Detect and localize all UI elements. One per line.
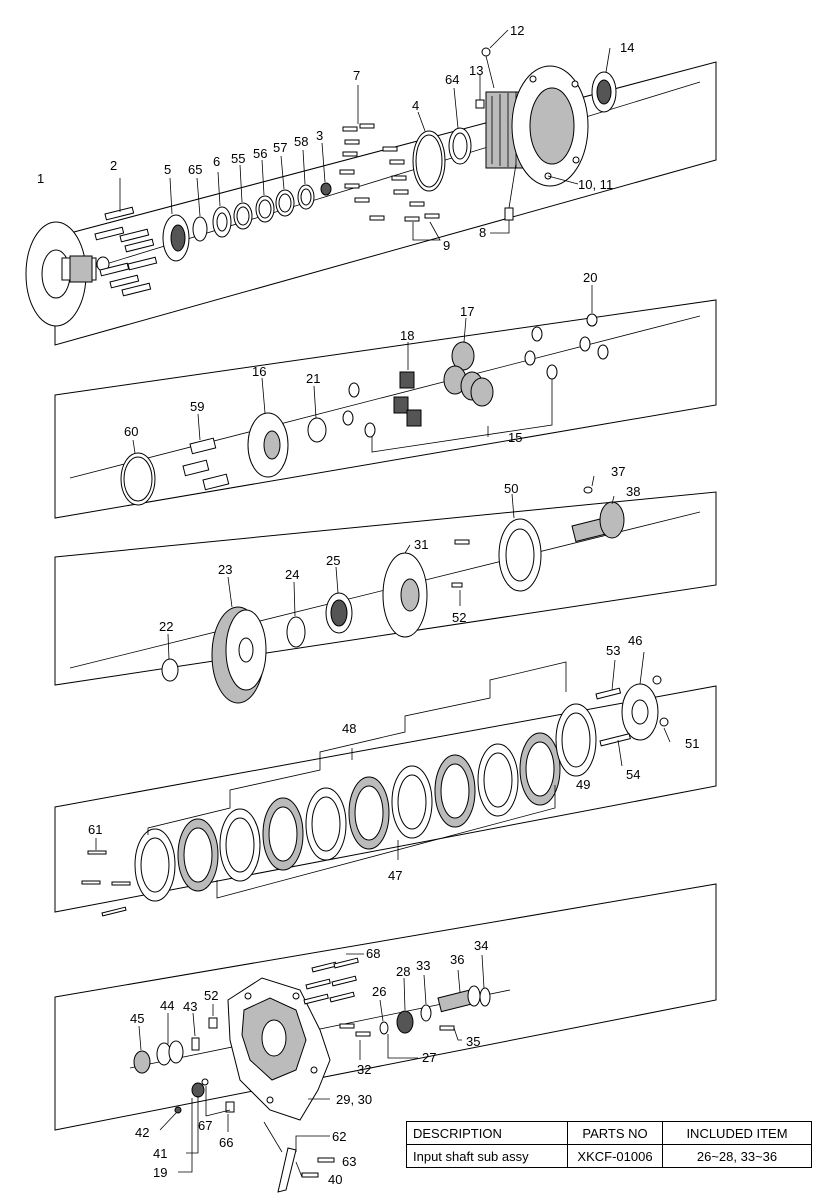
callout-57: 57 — [273, 140, 287, 155]
callout-64: 64 — [445, 72, 459, 87]
callout-22: 22 — [159, 619, 173, 634]
callout-26: 26 — [372, 984, 386, 999]
callout-47: 47 — [388, 868, 402, 883]
callout-32: 32 — [357, 1062, 371, 1077]
callout-51: 51 — [685, 736, 699, 751]
callout-42: 42 — [135, 1125, 149, 1140]
parts-table: DESCRIPTION PARTS NO INCLUDED ITEM Input… — [406, 1121, 812, 1168]
parts-table-header-row: DESCRIPTION PARTS NO INCLUDED ITEM — [406, 1121, 812, 1145]
callout-20: 20 — [583, 270, 597, 285]
callout-25: 25 — [326, 553, 340, 568]
callout-23: 23 — [218, 562, 232, 577]
callout-16: 16 — [252, 364, 266, 379]
panel-4 — [54, 651, 717, 917]
clutch-plates — [134, 703, 597, 902]
cell-included-item: 26~28, 33~36 — [662, 1144, 812, 1168]
callout-12: 12 — [510, 23, 524, 38]
callout-59: 59 — [190, 399, 204, 414]
callout-21: 21 — [306, 371, 320, 386]
callout-labels: 1 2 3 4 5 6 7 8 9 10, 11 12 13 14 15 16 … — [37, 23, 699, 1187]
callout-34: 34 — [474, 938, 488, 953]
cell-description: Input shaft sub assy — [406, 1144, 568, 1168]
callout-56: 56 — [253, 146, 267, 161]
callout-6: 6 — [213, 154, 220, 169]
pin-group-7 — [339, 123, 440, 222]
callout-31: 31 — [414, 537, 428, 552]
header-description: DESCRIPTION — [406, 1121, 568, 1145]
callout-17: 17 — [460, 304, 474, 319]
callout-28: 28 — [396, 964, 410, 979]
callout-44: 44 — [160, 998, 174, 1013]
panel-2 — [54, 285, 717, 519]
cell-parts-no: XKCF-01006 — [567, 1144, 663, 1168]
callout-36: 36 — [450, 952, 464, 967]
panel-3 — [54, 475, 717, 704]
callout-8: 8 — [479, 225, 486, 240]
callout-43: 43 — [183, 999, 197, 1014]
callout-5: 5 — [164, 162, 171, 177]
callout-60: 60 — [124, 424, 138, 439]
callout-52-panel3: 52 — [452, 610, 466, 625]
callout-48: 48 — [342, 721, 356, 736]
callout-18: 18 — [400, 328, 414, 343]
callout-67: 67 — [198, 1118, 212, 1133]
callout-40: 40 — [328, 1172, 342, 1187]
callout-49: 49 — [576, 777, 590, 792]
callout-58: 58 — [294, 134, 308, 149]
callout-27: 27 — [422, 1050, 436, 1065]
bolt-group-2 — [94, 206, 158, 297]
callout-52-panel5: 52 — [204, 988, 218, 1003]
callout-33: 33 — [416, 958, 430, 973]
housing-29-30 — [227, 977, 331, 1121]
callout-24: 24 — [285, 567, 299, 582]
callout-29-30: 29, 30 — [336, 1092, 372, 1107]
callout-1: 1 — [37, 171, 44, 186]
callout-63: 63 — [342, 1154, 356, 1169]
panel-5 — [54, 883, 717, 1193]
table-row: Input shaft sub assy XKCF-01006 26~28, 3… — [406, 1144, 812, 1168]
callout-55: 55 — [231, 151, 245, 166]
callout-14: 14 — [620, 40, 634, 55]
panel-1 — [25, 29, 717, 346]
callout-19: 19 — [153, 1165, 167, 1180]
callout-4: 4 — [412, 98, 419, 113]
callout-62: 62 — [332, 1129, 346, 1144]
callout-7: 7 — [353, 68, 360, 83]
header-included-item: INCLUDED ITEM — [662, 1121, 812, 1145]
callout-38: 38 — [626, 484, 640, 499]
callout-37: 37 — [611, 464, 625, 479]
callout-46: 46 — [628, 633, 642, 648]
callout-13: 13 — [469, 63, 483, 78]
bolt-group-68 — [303, 957, 359, 1005]
callout-41: 41 — [153, 1146, 167, 1161]
housing-10-11 — [485, 65, 589, 187]
callout-66: 66 — [219, 1135, 233, 1150]
callout-45: 45 — [130, 1011, 144, 1026]
callout-65: 65 — [188, 162, 202, 177]
header-parts-no: PARTS NO — [567, 1121, 663, 1145]
callout-3: 3 — [316, 128, 323, 143]
callout-9: 9 — [443, 238, 450, 253]
callout-68: 68 — [366, 946, 380, 961]
callout-15: 15 — [508, 430, 522, 445]
callout-10-11: 10, 11 — [578, 177, 613, 192]
callout-2: 2 — [110, 158, 117, 173]
callout-54: 54 — [626, 767, 640, 782]
callout-50: 50 — [504, 481, 518, 496]
callout-53: 53 — [606, 643, 620, 658]
callout-35: 35 — [466, 1034, 480, 1049]
callout-61: 61 — [88, 822, 102, 837]
